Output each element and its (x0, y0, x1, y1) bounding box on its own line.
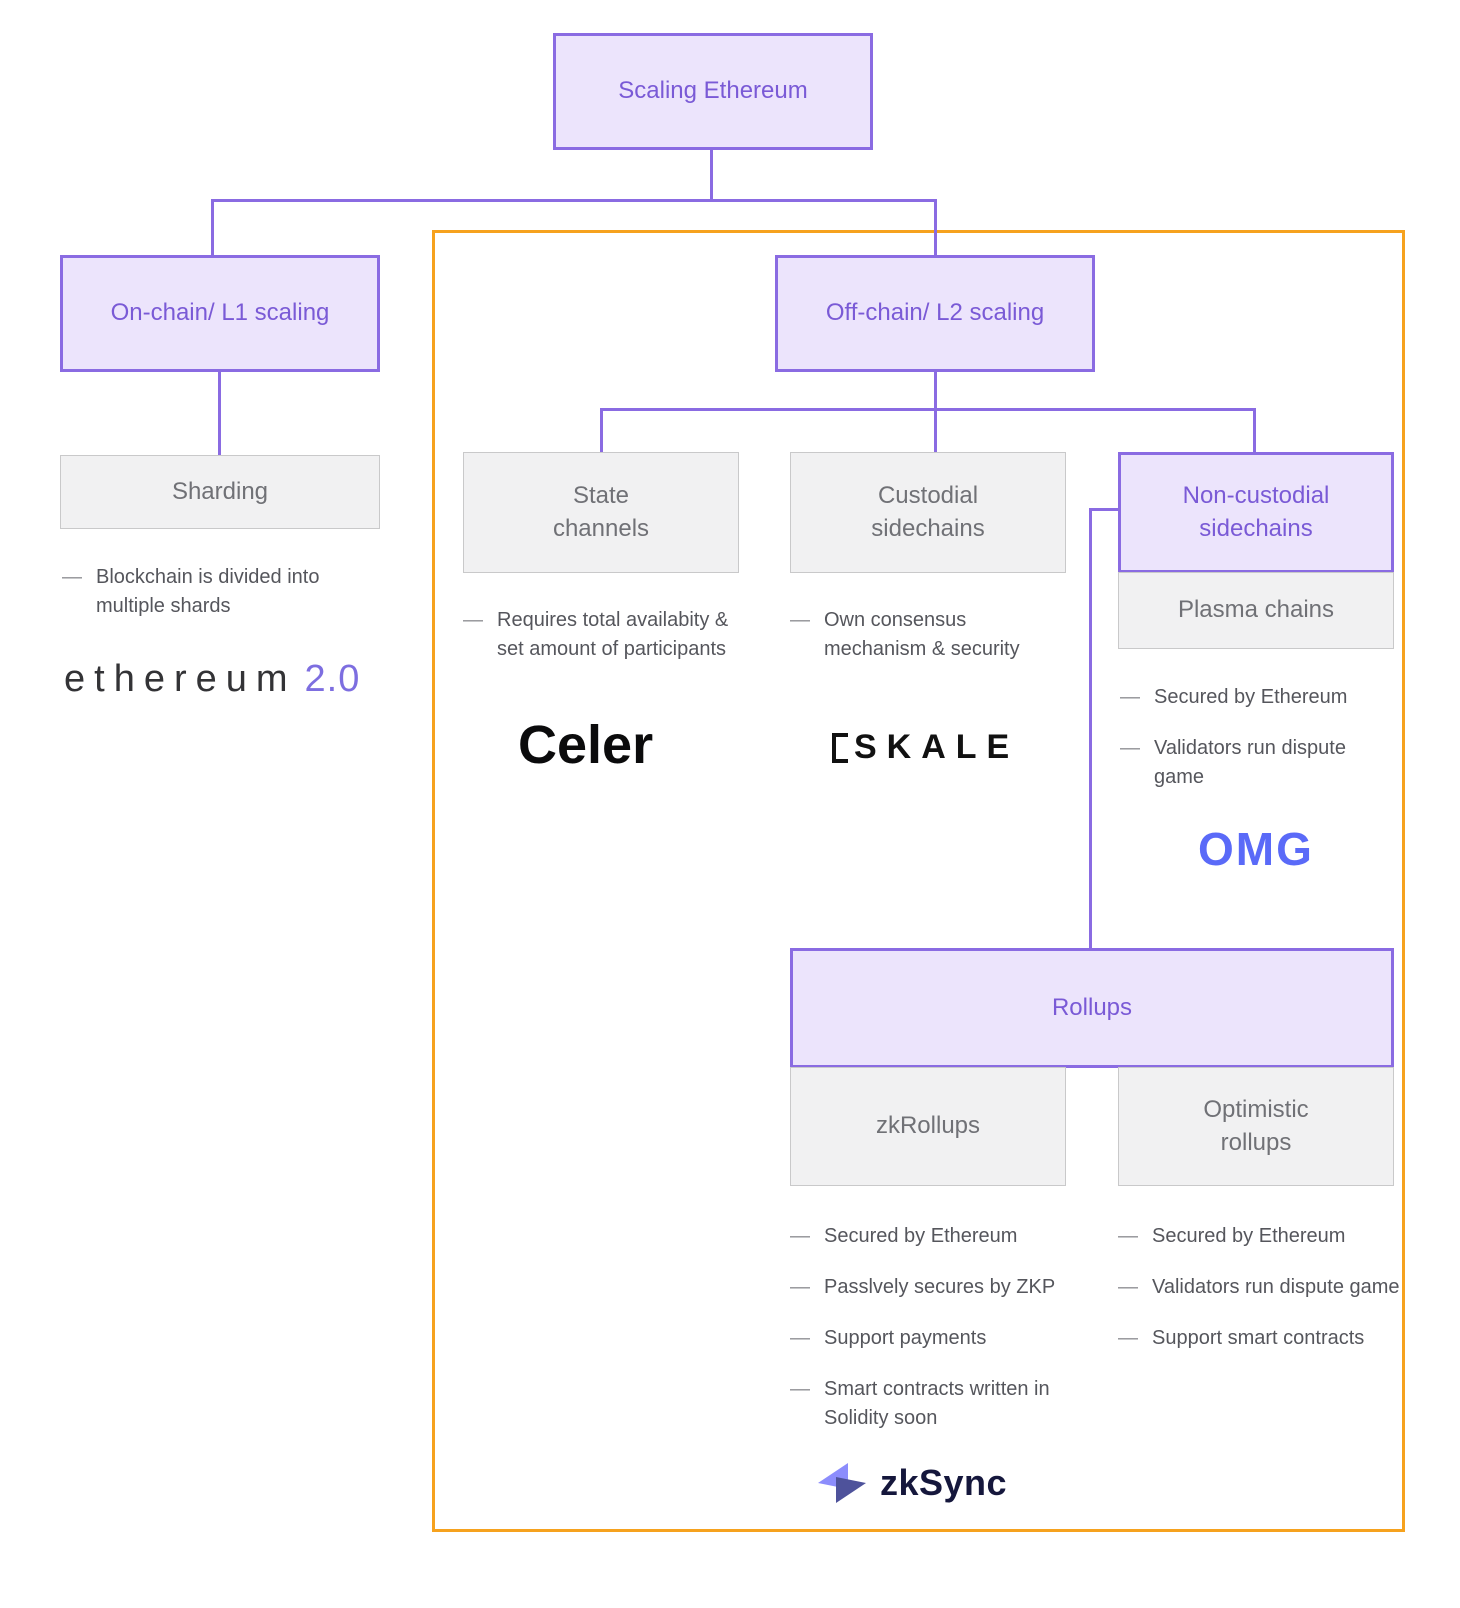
node-custodial-sidechains: Custodial sidechains (790, 452, 1066, 573)
connector-noncustodial-rollups-stub (1089, 508, 1121, 511)
celer-logo: Celer (518, 715, 654, 775)
connector-l1-to-sharding (218, 370, 221, 457)
node-state-channels-label: State channels (552, 482, 650, 542)
node-plasma-chains-label: Plasma chains (1177, 596, 1335, 624)
sharding-notes: Blockchain is divided into multiple shar… (62, 563, 372, 621)
zkrollups-notes: Secured by Ethereum Passlvely secures by… (790, 1222, 1085, 1433)
node-optimistic-rollups-label: Optimistic rollups (1203, 1096, 1309, 1156)
node-zkrollups: zkRollups (790, 1067, 1066, 1186)
omg-logo: OMG (1198, 823, 1314, 875)
node-off-chain-l2: Off-chain/ L2 scaling (775, 255, 1095, 372)
node-on-chain-l1-label: On-chain/ L1 scaling (110, 299, 330, 327)
node-non-custodial-sidechains: Non-custodial sidechains (1118, 452, 1394, 573)
zksync-arrows-icon (818, 1463, 866, 1503)
bullet-item: Validators run dispute game (1118, 1273, 1418, 1302)
bullet-item: Validators run dispute game (1120, 734, 1400, 792)
node-optimistic-rollups: Optimistic rollups (1118, 1067, 1394, 1186)
connector-noncustodial-drop (1253, 408, 1256, 454)
node-zkrollups-label: zkRollups (875, 1112, 981, 1140)
node-on-chain-l1: On-chain/ L1 scaling (60, 255, 380, 372)
connector-state-drop (600, 408, 603, 454)
node-sharding: Sharding (60, 455, 380, 529)
bullet-item: Requires total availabity & set amount o… (463, 606, 748, 664)
connector-l2-horizontal (600, 408, 1256, 411)
node-rollups-label: Rollups (1051, 993, 1133, 1021)
node-scaling-ethereum-label: Scaling Ethereum (618, 77, 808, 105)
ethereum-2-logo: ethereum 2.0 (64, 658, 360, 701)
bullet-item: Secured by Ethereum (1118, 1222, 1418, 1251)
connector-l2-stem (934, 370, 937, 454)
optimistic-notes: Secured by Ethereum Validators run dispu… (1118, 1222, 1418, 1353)
connector-top-horizontal (211, 199, 937, 202)
custodial-notes: Own consensus mechanism & security (790, 606, 1070, 664)
state-channels-notes: Requires total availabity & set amount o… (463, 606, 748, 664)
ethereum-logo-word: ethereum (64, 658, 297, 700)
node-non-custodial-sidechains-label: Non-custodial sidechains (1182, 482, 1330, 542)
node-sharding-label: Sharding (171, 477, 269, 505)
zksync-logo: zkSync (818, 1462, 1007, 1504)
bullet-item: Passlvely secures by ZKP (790, 1273, 1085, 1302)
node-off-chain-l2-label: Off-chain/ L2 scaling (825, 299, 1045, 327)
skale-bracket-icon (832, 732, 848, 763)
node-scaling-ethereum: Scaling Ethereum (553, 33, 873, 150)
connector-root-stem (710, 148, 713, 202)
node-state-channels: State channels (463, 452, 739, 573)
bullet-item: Secured by Ethereum (1120, 683, 1400, 712)
l2-group-frame (432, 230, 1405, 1532)
ethereum-logo-version: 2.0 (304, 658, 361, 700)
bullet-item: Smart contracts written in Solidity soon (790, 1375, 1085, 1433)
skale-logo: SKALE (832, 728, 1019, 767)
bullet-item: Support payments (790, 1324, 1085, 1353)
connector-l1-drop (211, 199, 214, 257)
bullet-item: Support smart contracts (1118, 1324, 1418, 1353)
connector-noncustodial-to-rollups (1089, 508, 1092, 951)
bullet-item: Blockchain is divided into multiple shar… (62, 563, 372, 621)
non-custodial-notes: Secured by Ethereum Validators run dispu… (1120, 683, 1400, 792)
connector-l2-drop (934, 199, 937, 257)
node-rollups: Rollups (790, 948, 1394, 1068)
bullet-item: Own consensus mechanism & security (790, 606, 1070, 664)
node-plasma-chains: Plasma chains (1118, 572, 1394, 649)
bullet-item: Secured by Ethereum (790, 1222, 1085, 1251)
node-custodial-sidechains-label: Custodial sidechains (871, 482, 985, 542)
